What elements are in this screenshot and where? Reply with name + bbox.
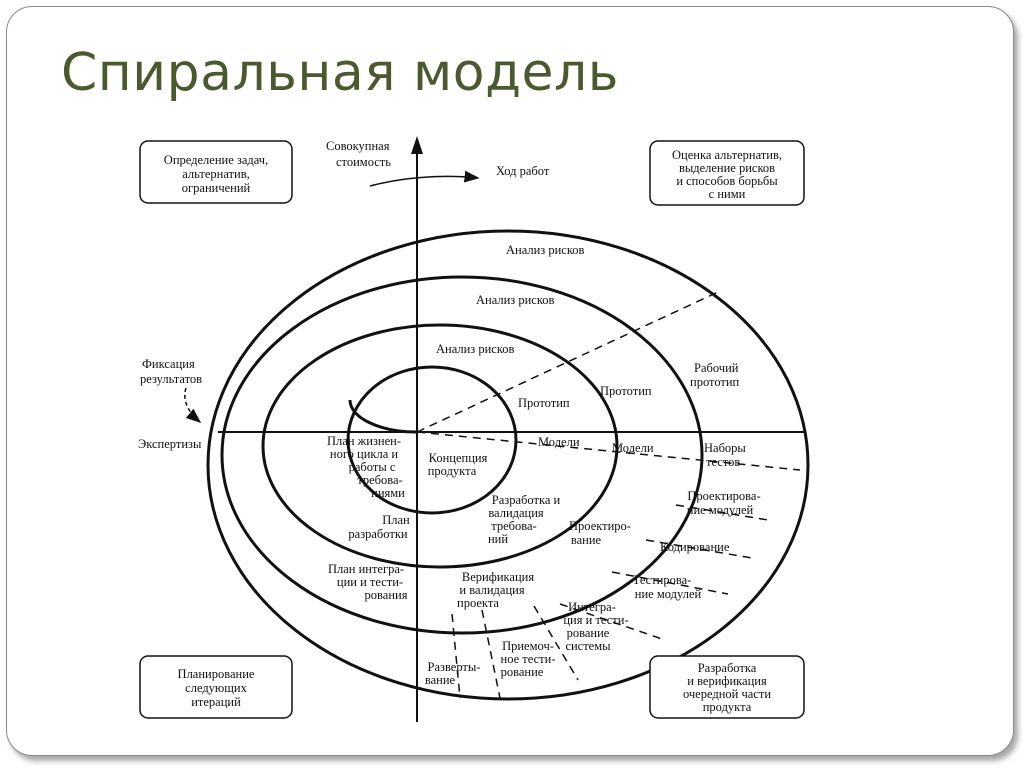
box-bottom-right-line-2: и верификация [687, 674, 767, 688]
integration-testing-line-2: ция и тести- [563, 613, 628, 627]
fix-label-1: Фиксация [142, 357, 195, 371]
coding: Кодирование [660, 540, 730, 554]
dashed-lines [416, 291, 801, 699]
box-top-left-line-2: альтернатив, [182, 167, 249, 181]
integration-plan-line-1: План интегра- [328, 562, 404, 576]
fix-arrow [184, 387, 202, 423]
lifecycle-plan-line-5: ниями [371, 486, 405, 500]
deployment-line-2: вание [425, 673, 456, 687]
product-concept-line-1: Концепция [429, 451, 488, 465]
box-bottom-right-line-1: Разработка [698, 661, 757, 675]
req-validation-line-1: Разработка и [492, 493, 561, 507]
models-1: Модели [538, 435, 580, 449]
box-top-right: Оценка альтернатив, выделение рисков и с… [649, 140, 805, 206]
design-line-2: вание [571, 533, 602, 547]
box-bottom-left-line-1: Планирование [178, 667, 255, 681]
y-axis-label-1: Совокупная [326, 139, 390, 153]
dev-plan: План разработки [348, 513, 410, 541]
box-top-right-line-3: и способов борьбы [676, 174, 778, 188]
box-bottom-right: Разработка и верификация очередной части… [649, 655, 805, 719]
spiral-inner-start [348, 399, 418, 434]
box-bottom-right-line-3: очередной части [683, 687, 771, 701]
prototype-1: Прототип [518, 396, 570, 410]
design-line-1: Проектиро- [569, 519, 631, 533]
acceptance-testing-line-1: Приемоч- [502, 639, 554, 653]
models-2: Модели [612, 441, 654, 455]
module-design-line-1: Проектирова- [687, 489, 760, 503]
working-prototype-2: прототип [690, 375, 740, 389]
design: Проектиро- вание [569, 519, 631, 547]
integration-testing-line-3: рование [567, 626, 610, 640]
req-validation-line-2: валидация [488, 506, 544, 520]
product-concept: Концепция продукта [428, 451, 488, 478]
expertise-label: Экспертизы [138, 437, 202, 451]
integration-plan-line-3: рования [365, 588, 408, 602]
box-top-right-line-4: с ними [709, 187, 746, 201]
module-testing-line-1: Тестирова- [633, 573, 692, 587]
integration-plan: План интегра- ции и тести- рования [328, 562, 408, 602]
box-bottom-right-line-4: продукта [703, 700, 752, 714]
box-top-left-line-1: Определение задач, [164, 153, 268, 167]
dev-plan-line-2: разработки [348, 527, 408, 541]
vertical-axis-arrow [411, 136, 423, 154]
risk-analysis-outer: Анализ рисков [506, 243, 585, 257]
deployment: Разверты- вание [425, 660, 481, 687]
verification-line-1: Верификация [462, 570, 534, 584]
lifecycle-plan-line-1: План жизнен- [327, 434, 401, 448]
req-validation-line-4: ний [488, 532, 508, 546]
module-design-line-2: ние модулей [687, 503, 754, 517]
slide-title: Спиральная модель [61, 43, 619, 103]
fix-label-2: результатов [140, 372, 202, 386]
box-bottom-left-line-2: следующих [185, 681, 247, 695]
test-sets-2: тестов [706, 455, 740, 469]
box-top-right-line-1: Оценка альтернатив, [672, 148, 782, 162]
spiral-turn-4 [206, 229, 810, 701]
working-prototype-1: Рабочий [694, 361, 739, 375]
spiral-turn-2 [261, 323, 619, 569]
y-axis-label-2: стоимость [336, 155, 391, 169]
spiral [206, 229, 810, 701]
test-sets-1: Наборы [704, 441, 746, 455]
verification: Верификация и валидация проекта [457, 570, 534, 610]
box-top-left: Определение задач, альтернатив, ограниче… [139, 140, 293, 204]
req-validation-line-3: требова- [491, 519, 536, 533]
module-testing-line-2: ние модулей [635, 587, 702, 601]
risk-analysis-middle: Анализ рисков [476, 293, 555, 307]
box-top-right-line-2: выделение рисков [679, 161, 775, 175]
prototype-2: Прототип [600, 384, 652, 398]
dev-plan-line-1: План [382, 513, 410, 527]
product-concept-line-2: продукта [428, 464, 477, 478]
lifecycle-plan-line-2: ного цикла и [330, 447, 398, 461]
spiral-turn-1 [346, 365, 518, 515]
box-bottom-left-line-3: итераций [191, 695, 241, 709]
acceptance-testing-line-2: ное тести- [501, 652, 556, 666]
slide-frame: Спиральная модель [6, 6, 1014, 756]
acceptance-testing: Приемоч- ное тести- рование [501, 639, 556, 679]
lifecycle-plan-line-3: работы с [349, 460, 396, 474]
lifecycle-plan: План жизнен- ного цикла и работы с требо… [327, 434, 405, 500]
spiral-turn-3 [220, 275, 704, 635]
verification-line-3: проекта [457, 596, 499, 610]
deployment-line-1: Разверты- [428, 660, 481, 674]
box-top-left-line-3: ограничений [182, 181, 251, 195]
requirements-validation: Разработка и валидация требова- ний [488, 493, 561, 546]
integration-testing-line-1: Интегра- [568, 600, 616, 614]
box-bottom-left: Планирование следующих итераций [139, 655, 293, 719]
risk-analysis-inner: Анализ рисков [436, 342, 515, 356]
progress-arrow [369, 170, 480, 187]
module-testing: Тестирова- ние модулей [633, 573, 702, 601]
acceptance-testing-line-3: рование [501, 665, 544, 679]
lifecycle-plan-line-4: требова- [357, 473, 402, 487]
progress-label: Ход работ [496, 164, 550, 178]
integration-testing-line-4: системы [565, 639, 611, 653]
module-design: Проектирова- ние модулей [687, 489, 761, 517]
verification-line-2: и валидация [459, 583, 524, 597]
integration-testing: Интегра- ция и тести- рование системы [563, 600, 628, 653]
integration-plan-line-2: ции и тести- [337, 575, 403, 589]
